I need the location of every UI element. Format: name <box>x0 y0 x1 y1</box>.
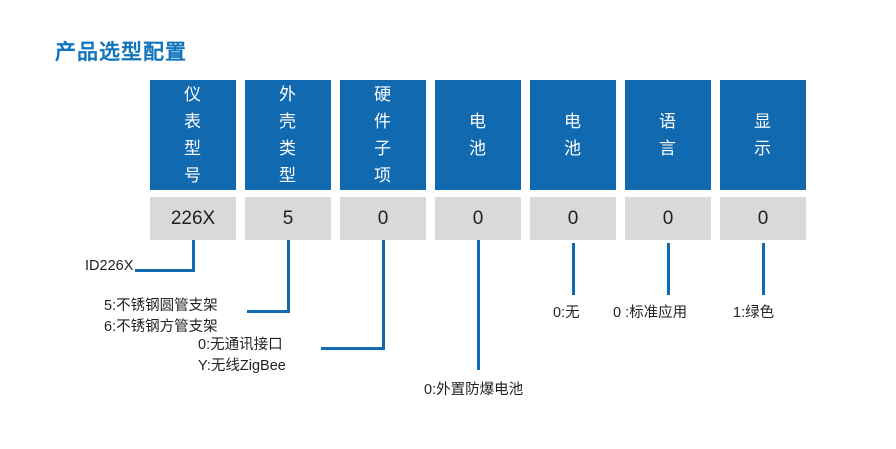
column-header-housing-type: 外 壳 类 型 <box>245 80 331 190</box>
leader-line-battery-none-vertical <box>572 243 575 295</box>
config-column-6: 语 言 0 <box>625 80 711 240</box>
header-char: 项 <box>374 166 392 185</box>
column-value-housing-type: 5 <box>245 197 331 240</box>
column-header-battery-2: 电 池 <box>530 80 616 190</box>
column-header-instrument-model: 仪 表 型 号 <box>150 80 236 190</box>
column-value-battery-2: 0 <box>530 197 616 240</box>
page-title: 产品选型配置 <box>55 41 187 64</box>
column-header-language: 语 言 <box>625 80 711 190</box>
header-char: 仪 <box>184 85 202 104</box>
config-column-3: 硬 件 子 项 0 <box>340 80 426 240</box>
config-column-1: 仪 表 型 号 226X <box>150 80 236 240</box>
header-char: 号 <box>184 166 202 185</box>
annotation-line: 6:不锈钢方管支架 <box>104 319 218 335</box>
annotation-battery-external: 0:外置防爆电池 <box>424 380 523 401</box>
header-char: 言 <box>659 139 677 158</box>
header-char: 壳 <box>279 112 297 131</box>
column-header-display: 显 示 <box>720 80 806 190</box>
leader-line-model-horizontal <box>135 269 195 272</box>
header-char: 外 <box>279 85 297 104</box>
annotation-model: ID226X <box>85 256 133 277</box>
annotation-battery-none: 0:无 <box>553 303 580 324</box>
leader-line-housing-horizontal <box>247 310 290 313</box>
header-char: 类 <box>279 139 297 158</box>
annotation-line: 0:无通讯接口 <box>198 337 283 353</box>
config-code-table: 仪 表 型 号 226X 外 壳 类 型 5 硬 件 子 项 0 电 池 0 <box>150 80 807 240</box>
config-column-7: 显 示 0 <box>720 80 806 240</box>
leader-line-battery-external-vertical <box>477 240 480 370</box>
column-value-hardware-subitem: 0 <box>340 197 426 240</box>
leader-line-language-vertical <box>667 243 670 295</box>
leader-line-hardware-vertical <box>382 240 385 350</box>
annotation-line: 1:绿色 <box>733 305 775 321</box>
annotation-line: 5:不锈钢圆管支架 <box>104 298 218 314</box>
column-header-hardware-subitem: 硬 件 子 项 <box>340 80 426 190</box>
column-value-display: 0 <box>720 197 806 240</box>
column-value-language: 0 <box>625 197 711 240</box>
leader-line-model-vertical <box>192 240 195 272</box>
column-value-instrument-model: 226X <box>150 197 236 240</box>
annotation-line: 0:无 <box>553 305 580 321</box>
config-column-2: 外 壳 类 型 5 <box>245 80 331 240</box>
annotation-housing-type: 5:不锈钢圆管支架 6:不锈钢方管支架 <box>104 296 218 338</box>
annotation-line: 0 :标准应用 <box>613 305 688 321</box>
header-char: 电 <box>564 112 582 131</box>
header-char: 显 <box>754 112 772 131</box>
annotation-language: 0 :标准应用 <box>613 303 687 324</box>
leader-line-housing-vertical <box>287 240 290 313</box>
header-char: 池 <box>469 139 487 158</box>
annotation-line: ID226X <box>85 258 134 274</box>
config-column-4: 电 池 0 <box>435 80 521 240</box>
leader-line-display-vertical <box>762 243 765 295</box>
annotation-line: Y:无线ZigBee <box>198 358 286 374</box>
header-char: 件 <box>374 112 392 131</box>
column-header-battery-1: 电 池 <box>435 80 521 190</box>
header-char: 池 <box>564 139 582 158</box>
header-char: 语 <box>659 112 677 131</box>
config-column-5: 电 池 0 <box>530 80 616 240</box>
header-char: 子 <box>374 139 392 158</box>
column-value-battery-1: 0 <box>435 197 521 240</box>
header-char: 硬 <box>374 85 392 104</box>
header-char: 型 <box>279 166 297 185</box>
header-char: 型 <box>184 139 202 158</box>
header-char: 示 <box>754 139 772 158</box>
annotation-hardware-subitem: 0:无通讯接口 Y:无线ZigBee <box>198 335 286 377</box>
header-char: 表 <box>184 112 202 131</box>
leader-line-hardware-horizontal <box>321 347 385 350</box>
header-char: 电 <box>469 112 487 131</box>
annotation-line: 0:外置防爆电池 <box>424 382 524 398</box>
annotation-display: 1:绿色 <box>733 303 774 324</box>
